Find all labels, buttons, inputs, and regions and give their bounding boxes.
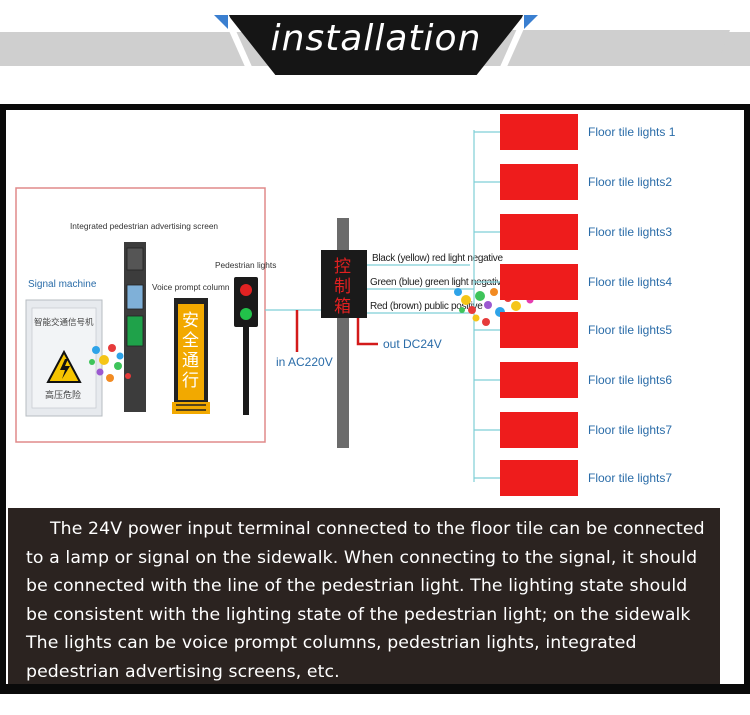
floor-tile-label: Floor tile lights4 xyxy=(588,275,672,289)
floor-tile-light xyxy=(500,412,578,448)
frame-bottom xyxy=(0,684,750,694)
voice-column-char-4: 行 xyxy=(182,371,199,390)
title-banner xyxy=(228,15,524,75)
signal-machine-label: Signal machine xyxy=(28,279,97,290)
high-voltage-text: 高压危险 xyxy=(45,389,81,400)
voice-column-label: Voice prompt column xyxy=(152,282,230,292)
page-title: installation xyxy=(270,18,482,59)
floor-tile-light xyxy=(500,362,578,398)
advertising-screen-top-light xyxy=(126,247,144,271)
floor-tile-light xyxy=(500,460,578,496)
floor-tile-label: Floor tile lights2 xyxy=(588,175,672,189)
frame-right xyxy=(744,104,750,694)
green-man-icon xyxy=(240,308,252,320)
header-band-right xyxy=(500,30,730,66)
wire-black-label: Black (yellow) red light negative xyxy=(372,253,503,264)
dc-output-label: out DC24V xyxy=(383,337,442,351)
wire-green-label: Green (blue) green light negative xyxy=(370,277,507,288)
floor-tile-label: Floor tile lights3 xyxy=(588,225,672,239)
floor-tile-light xyxy=(500,114,578,150)
screen-dots-decoration xyxy=(89,344,131,382)
lightning-bolt-icon xyxy=(60,359,70,379)
control-box-char-3: 箱 xyxy=(334,297,351,316)
frame-top xyxy=(0,104,750,110)
dc-output-wire xyxy=(356,318,378,346)
floor-tile-label: Floor tile lights7 xyxy=(588,423,672,437)
control-box xyxy=(321,250,367,318)
control-box-char-2: 制 xyxy=(334,277,351,296)
red-man-icon xyxy=(240,284,252,296)
floor-tile-light xyxy=(500,312,578,348)
floor-tile-light xyxy=(500,164,578,200)
advertising-screen-display-2 xyxy=(126,315,144,347)
voice-column-char-2: 全 xyxy=(182,331,199,350)
control-box-char-1: 控 xyxy=(334,257,351,276)
equipment-group-box xyxy=(15,187,266,443)
floor-tiles: Floor tile lights 1 Floor tile lights2Flo… xyxy=(474,114,676,496)
voice-column-char-3: 通 xyxy=(182,351,199,370)
description-text: The 24V power input terminal connected t… xyxy=(8,508,720,684)
ac-input-label: in AC220V xyxy=(276,355,333,369)
voice-column-base xyxy=(172,402,210,414)
floor-tile-label: Floor tile lights5 xyxy=(588,323,672,337)
signal-cabinet-text: 智能交通信号机 xyxy=(34,317,94,327)
pedestrian-light-pole xyxy=(243,327,249,415)
floor-tile-label: Floor tile lights 1 xyxy=(588,125,676,139)
voice-column-char-1: 安 xyxy=(182,311,199,330)
voice-column-panel xyxy=(178,304,204,400)
pedestrian-lights-label: Pedestrian lights xyxy=(215,260,276,270)
floor-tile-light xyxy=(500,214,578,250)
floor-tile-light xyxy=(500,264,578,300)
floor-tile-label: Floor tile lights6 xyxy=(588,373,672,387)
wire-red-label: Red (brown) public positive xyxy=(370,301,483,312)
frame-left xyxy=(0,104,6,694)
integrated-screen-label: Integrated pedestrian advertising screen xyxy=(70,221,218,231)
pedestrian-light-head xyxy=(234,277,258,327)
advertising-screen-display xyxy=(126,284,144,310)
floor-tile-label: Floor tile lights7 xyxy=(588,471,672,485)
